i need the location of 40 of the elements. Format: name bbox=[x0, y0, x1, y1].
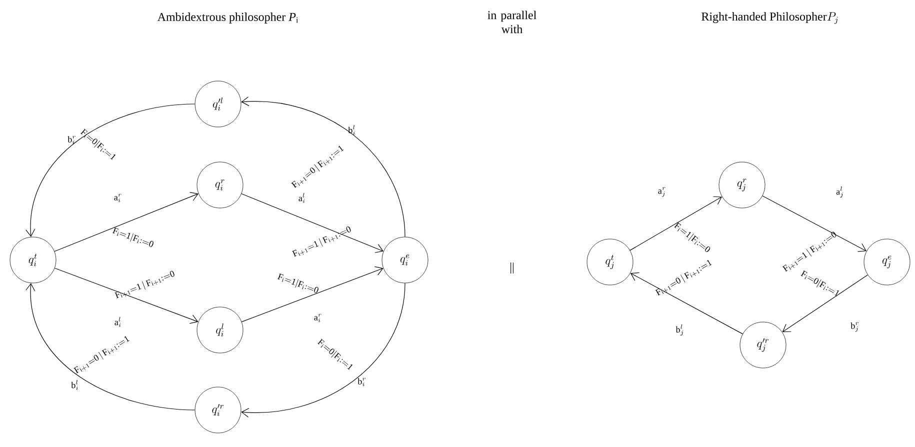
edge-label: $\mathrm{F_i{=}1|F_i{:=}0}$ bbox=[277, 273, 318, 293]
arrow bbox=[630, 272, 743, 334]
heading: Ambidextrous philosopher P$_{i}$ bbox=[157, 12, 298, 24]
parallel-symbol: || bbox=[510, 262, 514, 274]
arrow bbox=[782, 274, 868, 332]
edge-label: $\mathrm{F_i{=}0|F_i{:=}1}$ bbox=[317, 338, 352, 370]
arrow bbox=[762, 196, 867, 252]
edge-label: $\mathrm{F_{i+1}{=}0\,|\,F_{i+1}{:=}1}$ bbox=[291, 146, 344, 188]
arrow bbox=[26, 104, 196, 237]
edge-label: $\mathrm{b}_i^l$ bbox=[71, 380, 78, 390]
edge-label: $\mathrm{F_{i+1}{=}1\,|\,F_{i+1}{:=}0}$ bbox=[114, 270, 174, 298]
heading: $\mbox{Right-handed Philosopher}P_j$ bbox=[702, 12, 838, 24]
edge-label: $\mathrm{F_{i+1}{=}1\,|\,F_{i+1}{:=}0}$ bbox=[782, 232, 836, 272]
edge-label: $\mathrm{b}_i^r$ bbox=[358, 378, 366, 386]
arrow bbox=[241, 96, 406, 238]
edge-label: $\mathrm{F_{i+1}{=}0\,|\,F_{i+1}{:=}1}$ bbox=[74, 336, 130, 374]
edge-label: $\mathrm{b}_j^r$ bbox=[850, 322, 859, 332]
arrow bbox=[54, 268, 198, 324]
edge-label: $\mathrm{b}_i^l$ bbox=[348, 125, 355, 135]
edge-label: $\mathrm{b}_j^l$ bbox=[676, 324, 684, 336]
arrow bbox=[54, 192, 198, 252]
edge-label: $\mathrm{a}_i^l$ bbox=[114, 317, 121, 327]
edge-label: $\mathrm{a}_j^r$ bbox=[658, 187, 666, 197]
edge-label: $\mathrm{a}_i^r$ bbox=[314, 314, 322, 322]
edge-label: $\mathrm{F_i{=}1|F_i{:=}0}$ bbox=[112, 227, 154, 247]
edge-label: $\mathrm{b}_i^r$ bbox=[68, 136, 76, 144]
edge-label: $\mathrm{F_i{=}1|F_i{:=}0}$ bbox=[674, 222, 710, 252]
arrow bbox=[241, 193, 384, 253]
edge-label: $\mathrm{a}_i^l$ bbox=[298, 193, 305, 203]
edge-label: $\mathrm{F_i{=}0|F_i{:=}1}$ bbox=[800, 270, 839, 296]
arrow bbox=[26, 283, 196, 410]
arrow bbox=[241, 266, 384, 322]
connector-text: in parallel with bbox=[488, 10, 536, 34]
edge-label: $\mathrm{a}_i^r$ bbox=[114, 194, 122, 202]
arrow bbox=[630, 196, 722, 251]
arrow bbox=[241, 282, 406, 418]
edge-label: $\mathrm{F_{i+1}{=}0\,|\,F_{i+1}{:=}1}$ bbox=[655, 260, 712, 296]
edge-label: $\mathrm{a}_j^l$ bbox=[836, 186, 843, 198]
edge-label: $\mathrm{F_i{=}0|F_i{:=}1}$ bbox=[80, 128, 116, 160]
edge-label: $\mathrm{F_{i+1}{=}1\,|\,F_{i+1}{:=}0}$ bbox=[292, 226, 351, 257]
